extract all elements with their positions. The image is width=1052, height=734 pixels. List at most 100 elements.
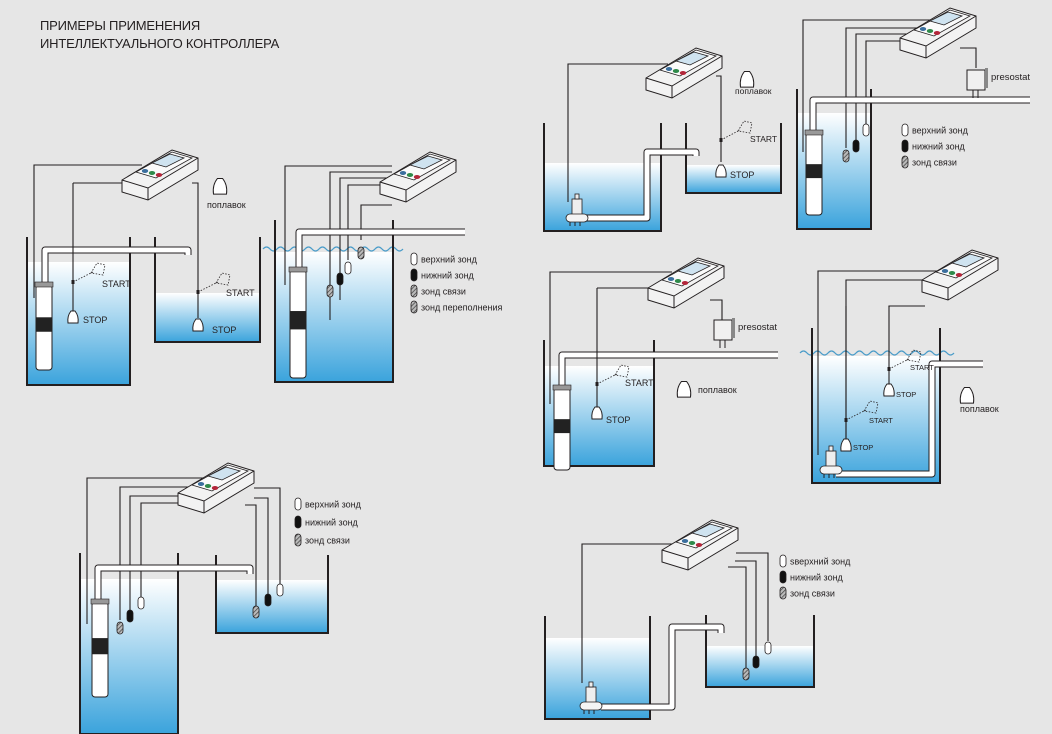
float-start-position-icon bbox=[863, 400, 879, 414]
float-switch-icon bbox=[192, 318, 204, 332]
pump-volute bbox=[579, 701, 603, 711]
float-legend-label: поплавок bbox=[735, 86, 772, 96]
float-switch-icon bbox=[959, 387, 975, 404]
float-cable-start bbox=[845, 409, 867, 421]
float-switch-icon bbox=[840, 438, 852, 452]
float-start-position-icon bbox=[215, 272, 231, 286]
pump-volute bbox=[819, 465, 843, 475]
pipe bbox=[585, 149, 699, 221]
drainage-pump bbox=[819, 445, 843, 478]
tank-wall bbox=[544, 616, 651, 720]
title-line-2: ИНТЕЛЛЕКТУАЛЬНОГО КОНТРОЛЛЕРА bbox=[40, 36, 280, 51]
controller-button-green bbox=[406, 173, 414, 177]
stop-label: STOP bbox=[606, 415, 630, 425]
controller-button-green bbox=[148, 171, 156, 175]
stop-label: STOP bbox=[896, 390, 916, 399]
controller-screen bbox=[206, 466, 242, 481]
probe-upper-icon bbox=[294, 497, 302, 511]
cable bbox=[567, 63, 668, 202]
tank-wall bbox=[274, 220, 394, 383]
pump-handle bbox=[828, 445, 834, 452]
borehole-pump bbox=[34, 281, 54, 371]
drainage-pump bbox=[579, 681, 603, 714]
pipe bbox=[559, 352, 778, 390]
tank bbox=[685, 123, 782, 194]
cable bbox=[728, 566, 747, 670]
float-start-position-icon bbox=[90, 262, 106, 276]
probe-upper-icon bbox=[344, 261, 352, 275]
controller-button-red bbox=[679, 71, 687, 75]
start-label: START bbox=[102, 279, 131, 289]
water-surface-wave bbox=[262, 246, 404, 252]
presostat: presostat bbox=[966, 68, 1030, 98]
drainage-pump bbox=[565, 193, 589, 226]
pipe bbox=[836, 361, 983, 477]
start-label: START bbox=[625, 378, 654, 388]
pipe bbox=[42, 247, 191, 288]
controller-button-red bbox=[955, 273, 963, 277]
tank bbox=[154, 237, 261, 343]
pump-motor bbox=[571, 198, 583, 216]
pipe bbox=[296, 229, 465, 268]
controller bbox=[647, 257, 725, 309]
probe-link-icon bbox=[294, 533, 302, 547]
probe-link-icon bbox=[779, 586, 787, 600]
tank bbox=[705, 615, 815, 688]
probe-link-icon bbox=[842, 149, 850, 163]
probe-lower-icon bbox=[126, 609, 134, 623]
cable bbox=[817, 270, 940, 455]
float-start-position-icon bbox=[737, 120, 753, 134]
presostat-box bbox=[966, 69, 986, 91]
probe-upper-icon bbox=[137, 596, 145, 610]
controller bbox=[899, 7, 977, 59]
controller-button-red bbox=[413, 175, 421, 179]
presostat-side bbox=[732, 318, 735, 338]
pump-cap bbox=[90, 598, 110, 605]
controller-button-red bbox=[155, 173, 163, 177]
probe-upper-icon bbox=[410, 252, 418, 266]
pump-cap bbox=[804, 129, 824, 136]
tank-wall bbox=[26, 237, 131, 386]
float-cable-start bbox=[888, 358, 910, 370]
pump-band bbox=[92, 638, 108, 655]
cable bbox=[347, 184, 392, 260]
float-switch-icon bbox=[591, 406, 603, 420]
probe-upper-icon bbox=[276, 583, 284, 597]
cable bbox=[710, 299, 723, 320]
legend-link-probe-label: зонд связи bbox=[912, 158, 957, 168]
cable bbox=[284, 165, 392, 285]
pump-cap bbox=[34, 281, 54, 288]
controller-button-blue bbox=[141, 169, 149, 173]
tank-wall bbox=[543, 123, 662, 232]
probe-lower-icon bbox=[410, 268, 418, 282]
pipe bbox=[95, 565, 253, 600]
pipe bbox=[810, 97, 1030, 130]
legend-upper-probe-label: верхний зонд bbox=[305, 500, 362, 510]
probe-link-icon bbox=[410, 284, 418, 298]
tank-wall bbox=[685, 123, 782, 194]
probe-lower-icon bbox=[752, 655, 760, 669]
pump-band bbox=[554, 419, 570, 434]
float-start-position-icon bbox=[906, 349, 922, 363]
cable bbox=[254, 497, 269, 600]
pump-motor bbox=[825, 450, 837, 468]
float-cable-start bbox=[596, 373, 618, 385]
stop-label: STOP bbox=[212, 325, 236, 335]
controller-screen bbox=[676, 261, 712, 276]
probe-lower-icon bbox=[901, 139, 909, 153]
probe-upper-icon bbox=[764, 641, 772, 655]
controller bbox=[379, 151, 457, 203]
float-cable-start bbox=[72, 271, 94, 283]
water bbox=[216, 580, 328, 633]
cable bbox=[960, 47, 977, 68]
float-switch-icon bbox=[676, 381, 692, 398]
presostat: presostat bbox=[713, 318, 777, 348]
water-surface-wave bbox=[799, 350, 955, 356]
borehole-pump bbox=[804, 129, 824, 216]
tank-wall bbox=[811, 328, 941, 484]
probe-link-icon bbox=[252, 605, 260, 619]
